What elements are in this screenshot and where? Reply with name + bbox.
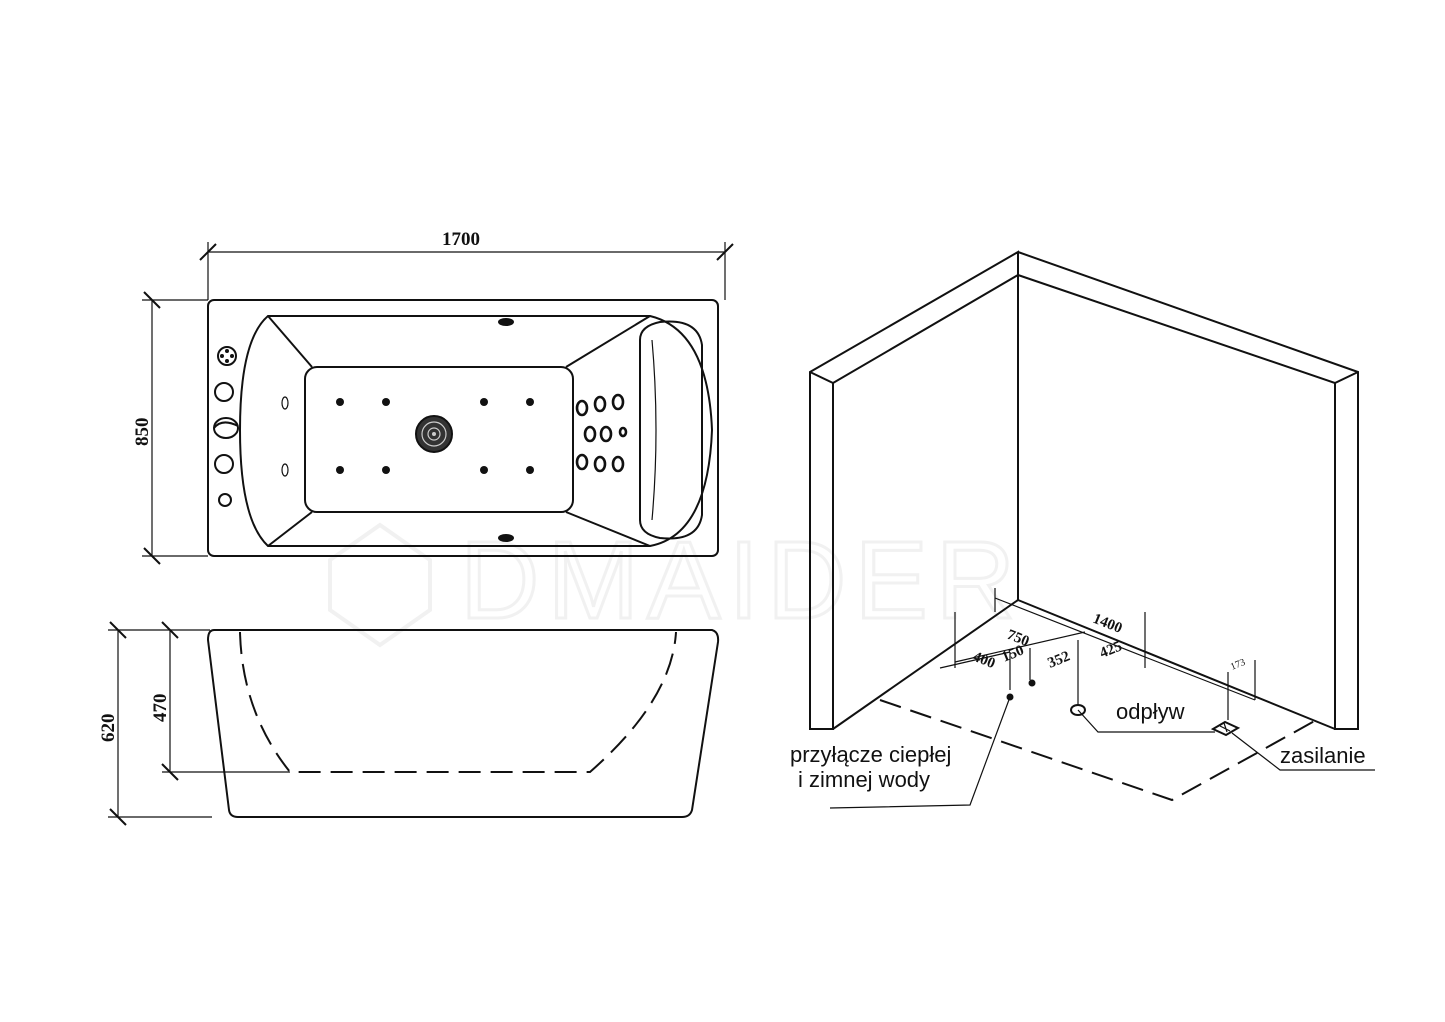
watermark: DMAIDER: [328, 518, 1023, 648]
top-length-dimension: 1700: [442, 229, 480, 250]
watermark-logo-icon: [328, 522, 432, 648]
power-label: zasilanie: [1280, 743, 1366, 768]
shower-holder-icon: [218, 493, 232, 507]
dim-750: 750: [1005, 627, 1032, 650]
side-height-dimension: 620: [98, 714, 119, 743]
tub-shell-outline: [206, 629, 720, 818]
water-inlet-icon: [1028, 679, 1036, 687]
power-box-icon: [1210, 720, 1241, 737]
faucet-spout-icon: [213, 417, 239, 439]
overflow-top-icon: [498, 318, 514, 326]
installation-view: 1400 750 400 150 352 425 173 przyłącze c…: [790, 250, 1375, 809]
dim-352: 352: [1046, 648, 1073, 671]
valve-knob-icon: [214, 454, 234, 474]
overflow-bottom-icon: [498, 534, 514, 542]
valve-knob-icon: [214, 382, 234, 402]
dim-173: 173: [1229, 657, 1247, 673]
back-massage-jets: [575, 393, 628, 473]
tub-interior-dashed: [239, 631, 677, 773]
headrest-pillow: [639, 320, 703, 540]
drain-label: odpływ: [1116, 699, 1185, 724]
floor-air-jets: [336, 398, 534, 474]
tub-floor-outline: [304, 366, 574, 513]
water-connection-label-line1: przyłącze ciepłej: [790, 742, 951, 767]
tub-rim-outline: [207, 299, 719, 557]
drain-icon: [415, 415, 453, 453]
tub-footprint-dashed: [879, 699, 1321, 802]
dim-425: 425: [1098, 638, 1125, 661]
control-panel: [213, 346, 239, 507]
dim-400: 400: [971, 649, 998, 672]
dim-1400: 1400: [1091, 611, 1125, 637]
drain-outlet-icon: [1070, 704, 1086, 716]
side-view: 620 470: [98, 621, 720, 826]
watermark-text: DMAIDER: [460, 519, 1023, 642]
dim-150: 150: [1000, 642, 1027, 665]
water-connection-label-line2: i zimnej wody: [798, 767, 930, 792]
top-width-dimension: 850: [132, 418, 153, 447]
side-depth-dimension: 470: [150, 694, 171, 723]
control-button-icon: [217, 346, 237, 366]
top-view: 1700 850: [132, 229, 734, 565]
tub-basin-outline: [238, 315, 714, 547]
